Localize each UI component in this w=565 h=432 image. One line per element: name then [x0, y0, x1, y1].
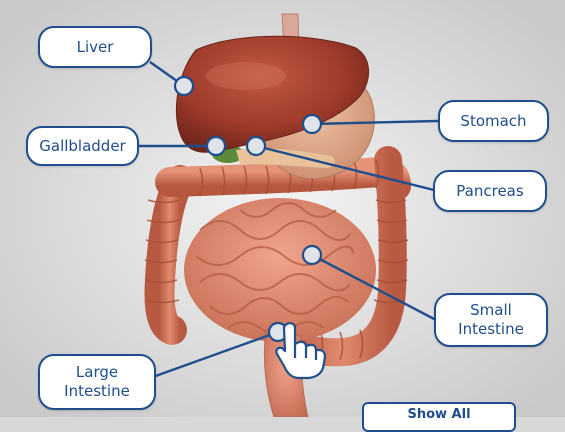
- pancreas-label[interactable]: Pancreas: [433, 170, 547, 212]
- small-intestine-label[interactable]: Small Intestine: [434, 293, 548, 347]
- small-intestine: [184, 198, 376, 342]
- stomach-hotspot[interactable]: [301, 113, 323, 135]
- show-all-button[interactable]: Show All: [362, 402, 516, 432]
- small-intestine-hotspot[interactable]: [301, 244, 323, 266]
- pointing-hand-icon: [275, 322, 327, 380]
- large-intestine-label[interactable]: Large Intestine: [38, 354, 156, 410]
- small-intestine-pointer-line: [311, 253, 437, 322]
- pancreas-hotspot[interactable]: [245, 135, 267, 157]
- liver-highlight: [206, 62, 286, 90]
- pancreas-pointer-line: [255, 144, 435, 192]
- stomach-pointer-line: [311, 119, 439, 126]
- gallbladder-label[interactable]: Gallbladder: [26, 126, 139, 166]
- liver-label[interactable]: Liver: [38, 26, 152, 68]
- gallbladder-hotspot[interactable]: [205, 135, 227, 157]
- large-intestine-pointer-line: [149, 330, 279, 380]
- liver-hotspot[interactable]: [173, 75, 195, 97]
- stomach-label[interactable]: Stomach: [438, 100, 549, 142]
